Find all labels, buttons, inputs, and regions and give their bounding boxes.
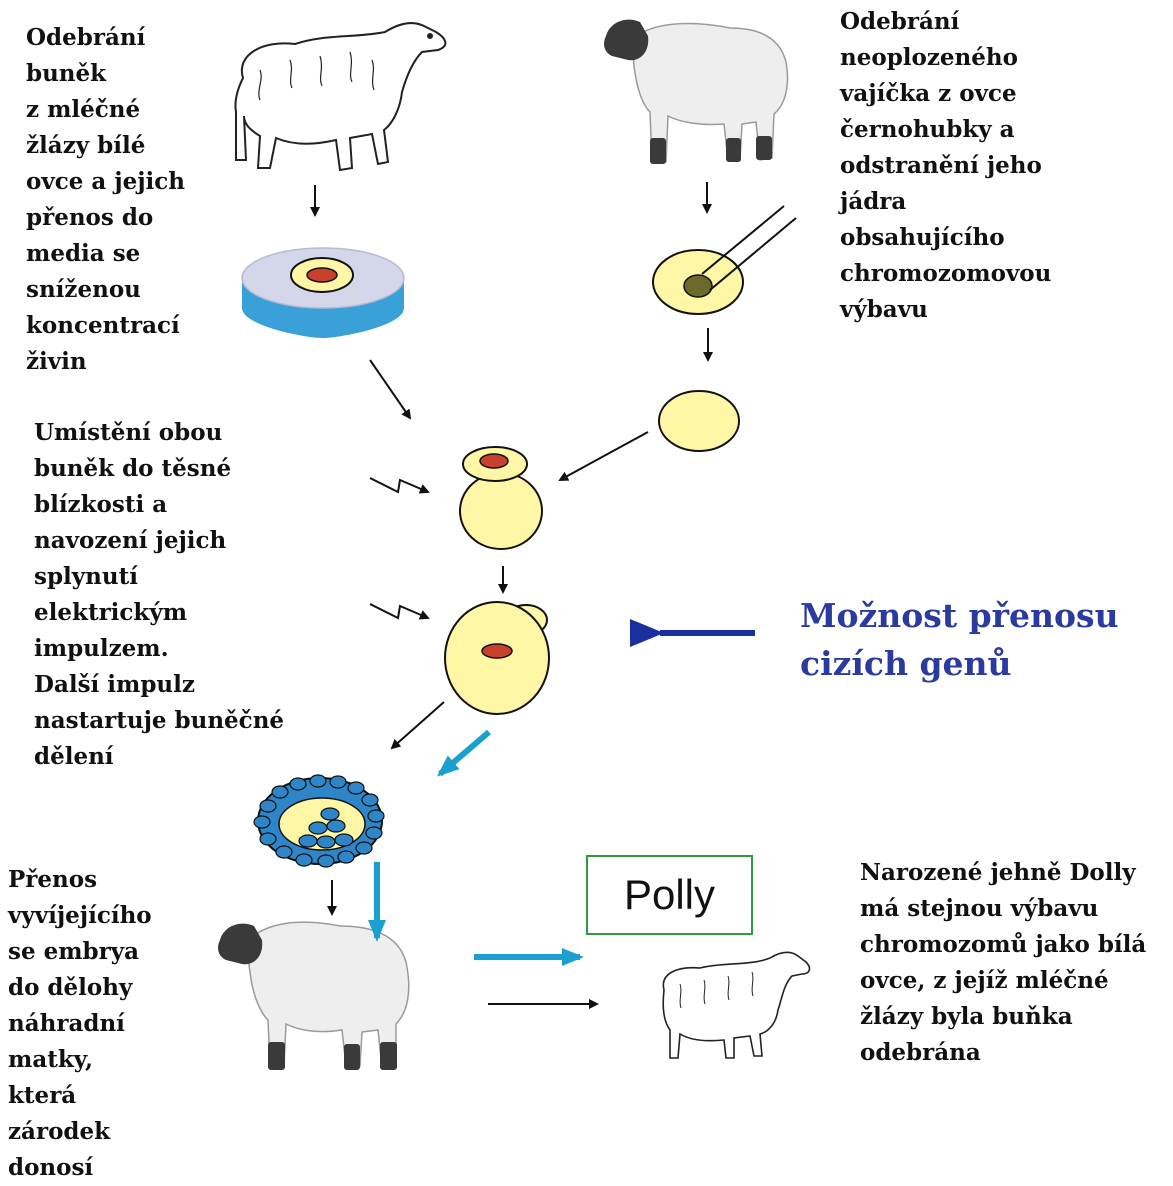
cells-adjacent <box>460 447 542 549</box>
polly-label: Polly <box>624 871 715 919</box>
egg-removal-text: Odebrání neoplozeného vajíčka z ovce čer… <box>840 4 1051 328</box>
electric-impulse-icon <box>370 478 428 618</box>
donor-cells-text: Odebrání buněk z mléčné žlázy bílé ovce … <box>26 20 185 380</box>
black-faced-sheep-icon <box>604 20 788 164</box>
polly-label-box: Polly <box>586 855 753 935</box>
surrogate-sheep-icon <box>218 922 409 1070</box>
lamb-icon <box>663 952 809 1058</box>
enucleated-egg <box>659 391 739 451</box>
blastocyst-icon <box>254 775 384 867</box>
enucleation-egg-icon <box>653 206 796 314</box>
arrow-egg-to-fusion <box>560 432 648 480</box>
arrow-dish-to-fusion <box>370 360 410 418</box>
cyan-arrows <box>377 732 580 957</box>
cyan-arrow-fused-to-blastocyst <box>440 732 489 774</box>
embryo-transfer-text: Přenos vyvíjejícího se embrya do dělohy … <box>8 862 152 1186</box>
arrow-fused-to-blastocyst <box>392 702 444 748</box>
fusion-text: Umístění obou buněk do těsné blízkosti a… <box>34 415 284 775</box>
fused-cell <box>445 602 549 714</box>
gene-transfer-callout: Možnost přenosu cizích genů <box>800 592 1119 688</box>
white-sheep-icon <box>235 23 445 170</box>
petri-dish-icon <box>242 248 404 338</box>
dolly-born-text: Narozené jehně Dolly má stejnou výbavu c… <box>860 855 1146 1071</box>
